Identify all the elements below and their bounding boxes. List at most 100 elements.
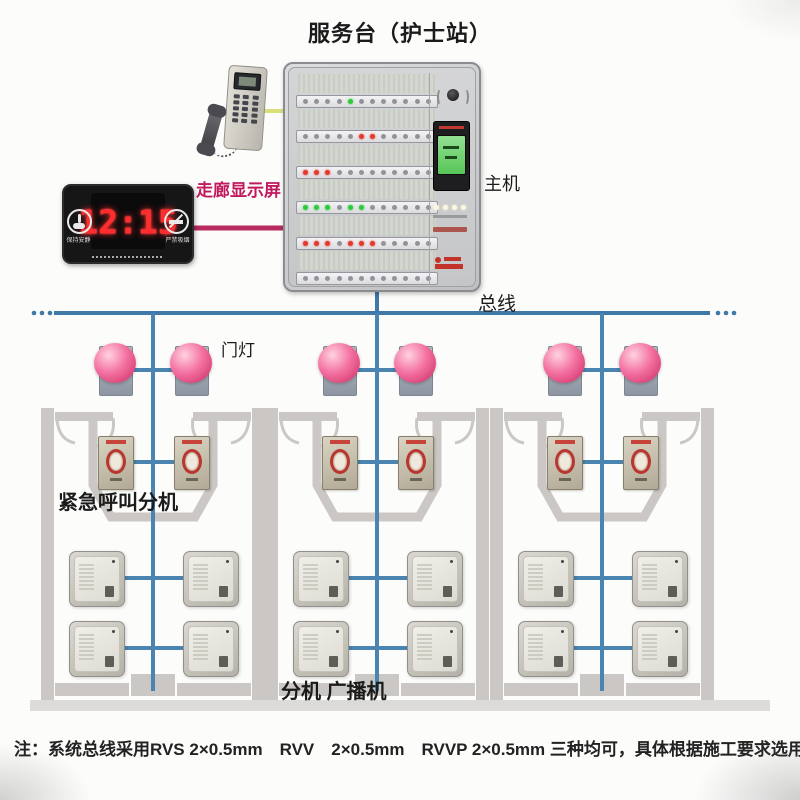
keypad-key [252, 101, 259, 106]
speaker-grille-icon [642, 564, 657, 590]
keypad-key [241, 112, 249, 118]
card-slot-strip [298, 144, 436, 164]
bedside-extension [632, 551, 688, 607]
indicator-dot [392, 205, 398, 211]
indicator-dot [370, 99, 376, 104]
extension-broadcast-label: 分机 广播机 [281, 681, 387, 703]
clock-time: 12:15 [78, 202, 178, 242]
indicator-dot [370, 169, 376, 175]
room-walls [490, 408, 714, 700]
indicator-dot [403, 205, 409, 211]
status-light [461, 205, 466, 210]
indicator-dot [303, 205, 309, 211]
indicator-dot [336, 205, 342, 211]
indicator-dot [403, 99, 409, 104]
indicator-dot [347, 275, 353, 281]
display-footer-marks [92, 256, 164, 258]
indicator-dot [358, 134, 364, 140]
indicator-dot [370, 134, 376, 140]
emergency-button [106, 449, 126, 474]
indicator-dot [336, 134, 342, 140]
indicator-dot [303, 240, 309, 246]
corridor-display: 12:15 保持安静 严禁吸烟 [62, 184, 194, 264]
indicator-dot [370, 240, 376, 246]
keypad-key [233, 100, 240, 105]
indicator-dot [303, 275, 309, 281]
emergency-call-extension [174, 436, 210, 490]
corridor-display-label: 走廊显示屏 [196, 181, 281, 200]
indicator-dot [381, 169, 387, 175]
speaker-grille-icon [303, 634, 318, 660]
emergency-extension-label: 紧急呼叫分机 [58, 492, 178, 514]
status-light [443, 205, 448, 210]
emergency-call-extension [398, 436, 434, 490]
indicator-dot [358, 275, 364, 281]
speaker-grille-icon [417, 564, 432, 590]
indicator-dot [358, 99, 364, 104]
speaker-icon [437, 88, 469, 106]
brand-text-line1 [444, 257, 461, 261]
page-title: 服务台（护士站） [308, 21, 493, 46]
speaker-grille-icon [642, 634, 657, 660]
indicator-dot [314, 134, 320, 140]
indicator-dot [314, 205, 320, 211]
speaker-grille-icon [193, 564, 208, 590]
desk-telephone [199, 64, 268, 160]
bedside-extension [407, 551, 463, 607]
indicator-dot [314, 169, 320, 175]
indicator-caption-strip [433, 215, 467, 218]
indicator-dot [325, 99, 331, 104]
brand-emblem-icon [435, 257, 441, 263]
bus-continuation-dot [731, 310, 737, 316]
indicator-dot [347, 99, 353, 104]
call-slot-row [296, 180, 438, 215]
speaker-grille-icon [417, 634, 432, 660]
quiet-caption: 保持安静 [66, 238, 91, 244]
keypad-key [243, 94, 250, 100]
bus-continuation-dot [31, 310, 37, 316]
bus-label: 总线 [478, 294, 517, 315]
indicator-dot [414, 205, 420, 211]
indicator-strip [296, 130, 438, 144]
host-console [283, 62, 481, 292]
indicator-dot [358, 240, 364, 246]
lcd-display [437, 135, 466, 175]
bedside-extension [183, 551, 239, 607]
indicator-dot [381, 99, 387, 104]
footer-note: 注：系统总线采用RVS 2×0.5mm RVV 2×0.5mm RVVP 2×0… [14, 740, 800, 759]
door-light [318, 343, 360, 383]
indicator-dot [347, 134, 353, 140]
indicator-dot [425, 205, 431, 211]
indicator-dot [381, 240, 387, 246]
status-indicator-lights [434, 205, 466, 210]
indicator-dot [414, 99, 420, 104]
telephone-keypad [231, 94, 260, 124]
keypad-key [252, 95, 260, 100]
emergency-call-extension [547, 436, 583, 490]
call-slot-row [296, 109, 438, 144]
bus-continuation-dot [715, 310, 721, 316]
status-light [434, 205, 439, 210]
indicator-strip [296, 236, 438, 250]
call-indicator-rows [296, 74, 438, 285]
indicator-dot [314, 275, 320, 281]
call-slot-row [296, 250, 438, 285]
indicator-dot [392, 169, 398, 175]
card-slot-strip [298, 74, 436, 93]
lcd-frame [433, 121, 470, 191]
no-smoking-caption: 严禁吸烟 [165, 238, 190, 244]
bus-continuation-dot [47, 310, 53, 316]
indicator-dot [392, 275, 398, 281]
indicator-dot [403, 134, 409, 140]
indicator-dot [325, 205, 331, 211]
indicator-dot [425, 134, 431, 140]
emergency-button [182, 449, 202, 474]
model-text-strip [433, 227, 467, 232]
indicator-dot [303, 169, 309, 175]
host-label: 主机 [484, 174, 520, 194]
door-light [543, 343, 585, 383]
door-light [170, 343, 212, 383]
indicator-dot [392, 240, 398, 246]
floor-wall-band [30, 700, 770, 711]
